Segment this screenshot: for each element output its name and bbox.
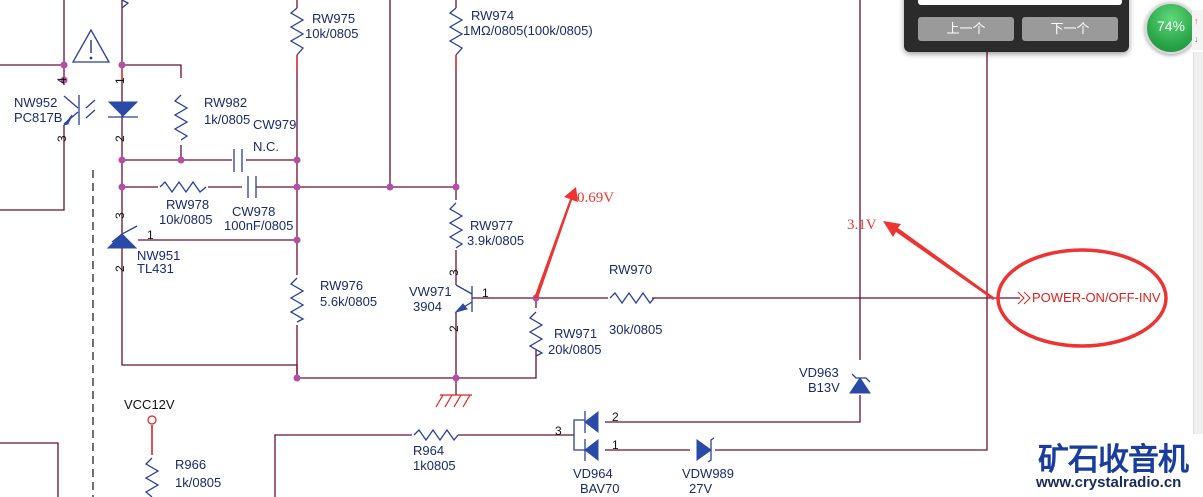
resistor-rw970	[609, 291, 655, 305]
component-labels: RW975 10k/0805 RW974 1MΩ/0805(100k/0805)…	[14, 8, 840, 496]
svg-text:2: 2	[113, 265, 127, 272]
svg-text:3: 3	[447, 269, 461, 276]
label-rw970-ref: RW970	[609, 262, 652, 277]
svg-text:2: 2	[612, 410, 619, 424]
svg-text:3: 3	[113, 212, 127, 219]
highlight-ellipse	[996, 248, 1168, 348]
label-vw971-value: 3904	[413, 299, 442, 314]
warning-icon	[71, 28, 111, 63]
find-panel: 上一个 下一个	[904, 0, 1129, 52]
label-nw951-value: TL431	[137, 261, 174, 276]
resistor-rw975	[289, 7, 305, 56]
download-arrow-icon: ↓	[1194, 34, 1199, 44]
svg-text:2: 2	[113, 135, 127, 142]
label-nw951-ref: NW951	[137, 248, 180, 263]
vcc-terminal-icon	[147, 415, 157, 425]
junctions	[60, 61, 540, 382]
label-rw976-value: 5.6k/0805	[320, 294, 377, 309]
zener-vdw989	[696, 439, 712, 461]
label-rw978-value: 10k/0805	[159, 212, 213, 227]
label-vdw989-ref: VDW989	[682, 466, 734, 481]
label-nw952-value: PC817B	[14, 110, 62, 125]
watermark-logo: 矿石收音机 www.crystalradio.cn	[1032, 434, 1203, 497]
resistor-rw976	[289, 277, 305, 323]
label-rw974-value: 1MΩ/0805(100k/0805)	[463, 23, 593, 38]
voltage-annotation-vd963: 3.1V	[847, 217, 877, 233]
label-r964-value: 1k0805	[413, 458, 456, 473]
zener-vd963	[849, 377, 871, 394]
svg-text:3: 3	[555, 424, 562, 438]
svg-text:1: 1	[482, 286, 489, 300]
svg-text:1: 1	[113, 77, 127, 84]
ground-icon	[435, 394, 472, 408]
resistor-top-left	[121, 0, 130, 9]
svg-text:4: 4	[55, 77, 69, 84]
annotations: 0.69V 3.1V	[534, 187, 1168, 348]
net-label-power-on-off-inv: POWER-ON/OFF-INV	[1032, 290, 1161, 305]
label-cw979-ref: CW979	[253, 117, 296, 132]
diode-vd964-upper	[584, 410, 599, 434]
logo-url: www.crystalradio.cn	[1036, 474, 1182, 491]
svg-text:3: 3	[55, 135, 69, 142]
diode-symbols	[62, 28, 1031, 463]
diode-led-input	[107, 101, 139, 117]
label-rw970-value: 30k/0805	[609, 322, 663, 337]
find-input[interactable]	[918, 0, 1122, 5]
label-r966-value: 1k/0805	[175, 475, 221, 490]
label-rw971-value: 20k/0805	[548, 342, 602, 357]
label-rw975-ref: RW975	[312, 11, 355, 26]
label-vd964-value: BAV70	[580, 481, 620, 496]
network-speed-indicator: ↑ ↓	[1192, 10, 1203, 50]
vertical-scrollbar[interactable]	[1193, 52, 1203, 497]
resistor-r966	[144, 457, 160, 497]
label-rw974-ref: RW974	[471, 8, 514, 23]
resistor-rw978	[159, 180, 207, 194]
label-cw978-value: 100nF/0805	[224, 218, 293, 233]
resistor-rw971	[528, 311, 544, 357]
arrow-to-vd963-voltage	[883, 221, 995, 300]
label-vd963-ref: VD963	[799, 365, 839, 380]
svg-text:2: 2	[447, 325, 461, 332]
arrow-to-base-voltage	[534, 187, 578, 298]
pin-numbers: 4 3 1 2 3 2 1 3 2 1 2 1 3	[55, 77, 619, 452]
voltage-annotation-base: 0.69V	[577, 190, 614, 206]
logo-title: 矿石收音机	[1038, 442, 1189, 478]
find-prev-button[interactable]: 上一个	[918, 17, 1014, 41]
label-rw976-ref: RW976	[320, 278, 363, 293]
label-rw971-ref: RW971	[554, 326, 597, 341]
resistor-rw977	[448, 202, 464, 249]
diode-vd964-lower	[584, 438, 599, 462]
resistor-rw974	[448, 7, 464, 56]
resistor-rw982	[173, 94, 189, 141]
upload-arrow-icon: ↑	[1194, 16, 1199, 26]
speed-badge[interactable]: 74%	[1145, 2, 1197, 54]
label-rw977-value: 3.9k/0805	[467, 233, 524, 248]
resistor-r964	[413, 428, 459, 442]
label-vw971-ref: VW971	[409, 284, 452, 299]
label-nw952-ref: NW952	[14, 95, 57, 110]
net-label-vcc12v: VCC12V	[124, 397, 175, 412]
find-next-button[interactable]: 下一个	[1022, 17, 1118, 41]
label-rw978-ref: RW978	[166, 197, 209, 212]
label-cw979-value: N.C.	[253, 139, 279, 154]
label-vdw989-value: 27V	[689, 481, 712, 496]
label-r966-ref: R966	[175, 457, 206, 472]
svg-text:1: 1	[612, 438, 619, 452]
label-rw982-value: 1k/0805	[204, 112, 250, 127]
label-rw975-value: 10k/0805	[305, 26, 359, 41]
resistor-symbols	[121, 0, 655, 497]
label-cw978-ref: CW978	[232, 204, 275, 219]
capacitor-symbols	[233, 149, 257, 198]
svg-text:1: 1	[147, 228, 154, 242]
net-port-icon	[1017, 291, 1025, 305]
label-vd964-ref: VD964	[573, 466, 613, 481]
shunt-regulator-tl431	[106, 233, 138, 249]
label-vd963-value: B13V	[808, 380, 840, 395]
label-r964-ref: R964	[413, 443, 444, 458]
label-rw982-ref: RW982	[204, 95, 247, 110]
label-rw977-ref: RW977	[470, 218, 513, 233]
